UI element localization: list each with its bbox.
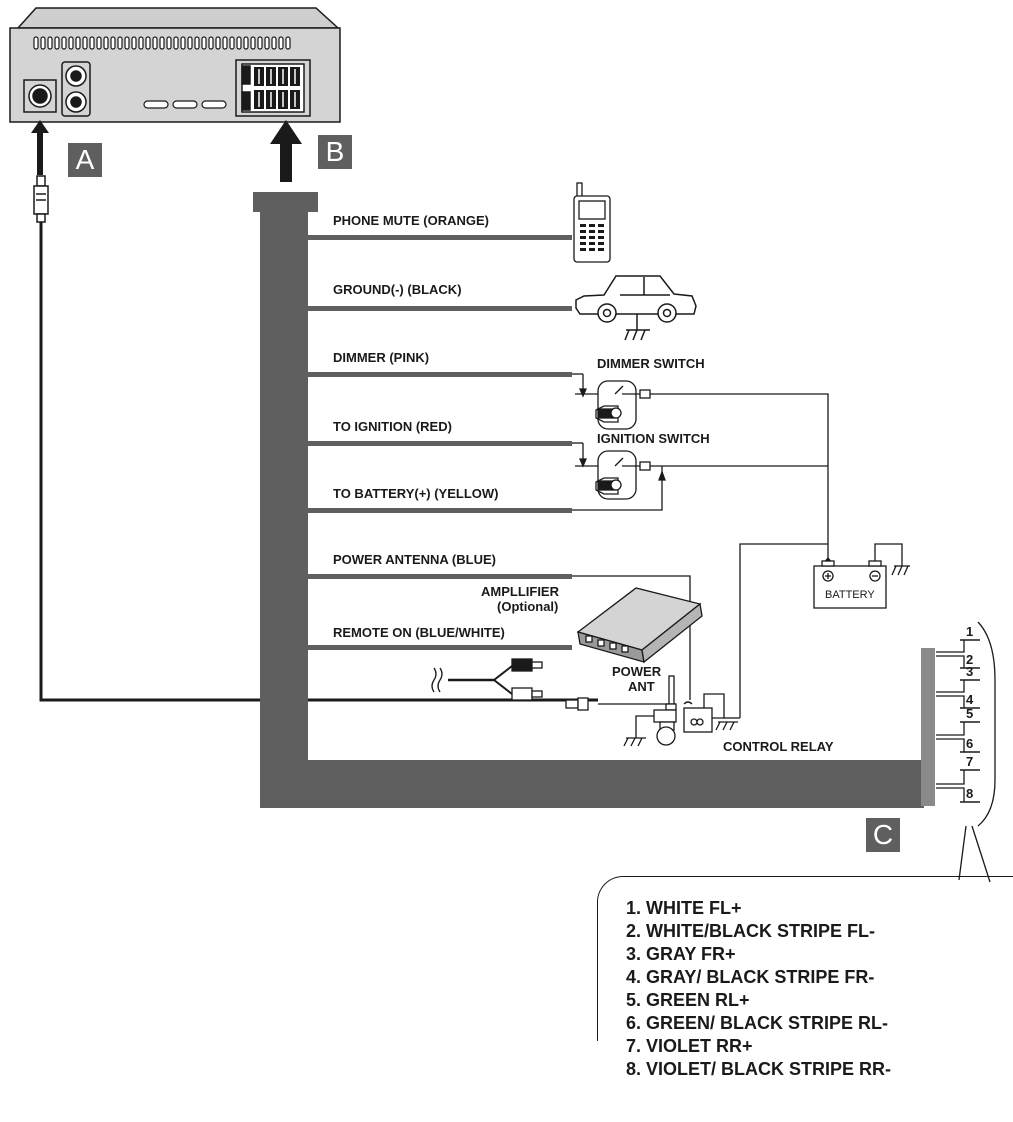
- wire-label-dimmer: DIMMER (PINK): [333, 350, 430, 365]
- harness-socket: [235, 59, 311, 117]
- dimmer-switch-icon: [572, 373, 829, 558]
- amplifier-icon: [576, 587, 703, 664]
- connector-pin-6: 6: [966, 736, 974, 751]
- label-amplifier-optional: (Optional): [497, 599, 559, 614]
- arrow-b: [270, 120, 302, 182]
- speaker-legend: 1. WHITE FL+ 2. WHITE/BLACK STRIPE FL- 3…: [626, 897, 891, 1081]
- panel-slots: [143, 100, 227, 109]
- label-power-ant-line1: POWER: [612, 664, 662, 679]
- legend-item: 6. GREEN/ BLACK STRIPE RL-: [626, 1013, 889, 1033]
- label-battery: BATTERY: [825, 589, 875, 601]
- legend-item: 1. WHITE FL+: [626, 898, 742, 918]
- power-antenna-wire: [572, 575, 691, 700]
- ground-lead: [308, 306, 572, 311]
- wire-label-ground: GROUND(-) (BLACK): [333, 282, 462, 297]
- connector-pin-2: 2: [966, 652, 974, 667]
- remote-on-lead: [308, 645, 572, 650]
- label-dimmer-switch: DIMMER SWITCH: [597, 356, 705, 371]
- battery-lead: [308, 508, 572, 513]
- connector-pin-3: 3: [966, 664, 974, 679]
- connector-pin-5: 5: [966, 706, 974, 721]
- label-control-relay: CONTROL RELAY: [723, 739, 834, 754]
- rca-cable-icon: [431, 658, 543, 701]
- connector-pin-1: 1: [966, 624, 974, 639]
- speaker-legend-box: [597, 876, 1013, 1041]
- pin-underlines: [960, 639, 980, 803]
- wire-label-to-ignition: TO IGNITION (RED): [333, 419, 452, 434]
- phone-mute-lead: [308, 235, 572, 240]
- wire-leads: [308, 235, 572, 650]
- connector-pin-4: 4: [966, 692, 974, 707]
- legend-item: 2. WHITE/BLACK STRIPE FL-: [626, 921, 875, 941]
- antenna-jack: [23, 79, 57, 113]
- connector-pin-pairs: [936, 640, 965, 802]
- wire-label-to-battery: TO BATTERY(+) (YELLOW): [333, 486, 499, 501]
- main-harness: [253, 192, 935, 808]
- antenna-plug: [33, 175, 49, 223]
- arrow-a: [31, 120, 49, 175]
- rca-jacks: [61, 61, 91, 117]
- marker-a: A: [68, 143, 102, 177]
- wire-label-remote-on: REMOTE ON (BLUE/WHITE): [333, 625, 505, 640]
- marker-b: B: [318, 135, 352, 169]
- antenna-cable: [39, 222, 598, 702]
- coax-plug-icon: [565, 697, 589, 711]
- legend-item: 5. GREEN RL+: [626, 990, 750, 1010]
- head-unit: [9, 7, 341, 123]
- dimmer-lead: [308, 372, 572, 377]
- label-power-ant-line2: ANT: [628, 679, 655, 694]
- car-icon: [575, 275, 697, 341]
- wire-label-phone-mute: PHONE MUTE (ORANGE): [333, 213, 489, 228]
- label-ignition-switch: IGNITION SWITCH: [597, 431, 710, 446]
- label-amplifier: AMPLLIFIER: [481, 584, 559, 599]
- ignition-switch-icon: [572, 442, 828, 511]
- connector-pin-8: 8: [966, 786, 974, 801]
- battery-icon: [813, 543, 910, 609]
- power-antenna-icon: [623, 675, 677, 747]
- phone-icon: [573, 182, 611, 263]
- legend-item: 4. GRAY/ BLACK STRIPE FR-: [626, 967, 875, 987]
- speaker-connector: [936, 621, 996, 883]
- marker-c: C: [866, 818, 900, 852]
- power-antenna-lead: [308, 574, 572, 579]
- vent-slots: [33, 36, 291, 50]
- legend-pointer: [958, 825, 967, 881]
- legend-item: 7. VIOLET RR+: [626, 1036, 753, 1056]
- control-relay-icon: [683, 543, 828, 733]
- ignition-lead: [308, 441, 572, 446]
- legend-item: 3. GRAY FR+: [626, 944, 736, 964]
- wire-label-power-antenna: POWER ANTENNA (BLUE): [333, 552, 496, 567]
- connector-pin-7: 7: [966, 754, 974, 769]
- legend-item: 8. VIOLET/ BLACK STRIPE RR-: [626, 1059, 892, 1079]
